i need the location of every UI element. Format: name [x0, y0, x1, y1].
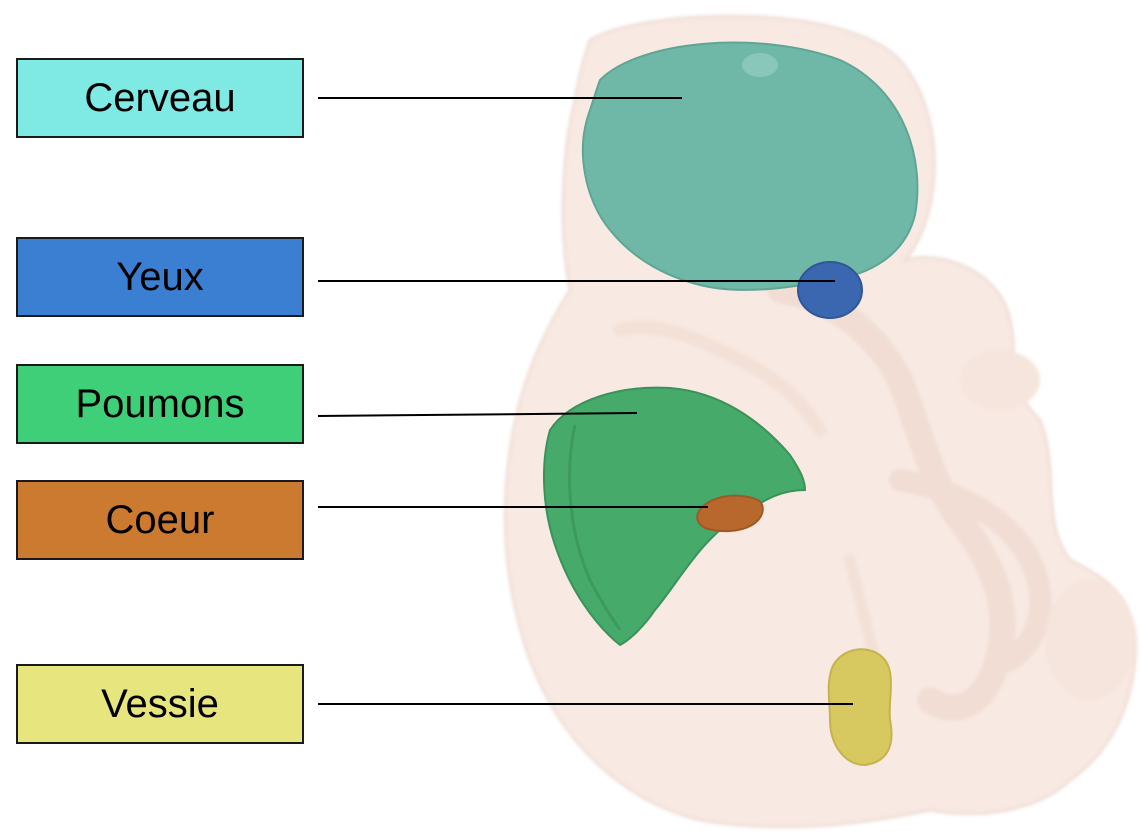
eye-organ: [798, 262, 862, 318]
bladder-organ: [829, 649, 892, 765]
brain-organ: [583, 43, 917, 290]
label-vessie: Vessie: [16, 664, 304, 744]
label-yeux: Yeux: [16, 237, 304, 317]
label-coeur: Coeur: [16, 480, 304, 560]
label-poumons: Poumons: [16, 364, 304, 444]
brain-highlight: [742, 53, 778, 77]
label-cerveau: Cerveau: [16, 58, 304, 138]
